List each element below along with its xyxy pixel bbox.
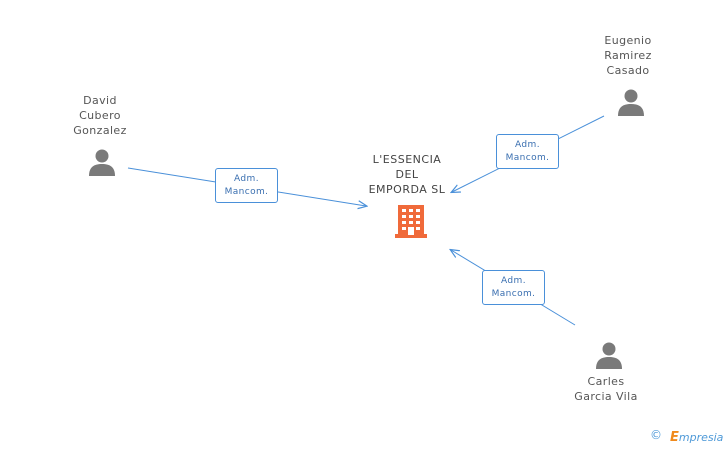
person-name-line: Casado [606,64,650,77]
brand-rest: mpresia [678,431,724,444]
person-icon[interactable] [594,340,624,370]
person-name-line: Garcia Vila [574,390,638,403]
person-name-line: David [83,94,117,107]
relation-type: Mancom. [224,187,269,197]
person-name-carles[interactable]: Carles Garcia Vila [546,374,666,404]
person-name-line: Gonzalez [73,124,127,137]
relation-label-eugenio[interactable]: Adm. Mancom. [496,134,559,169]
person-name-line: Carles [587,375,625,388]
brand-initial: E [670,430,679,445]
relation-label-carles[interactable]: Adm. Mancom. [482,270,545,305]
company-name-line: L'ESSENCIA [372,153,442,166]
relation-type: Mancom. [491,289,536,299]
person-name-line: Eugenio [604,34,652,47]
person-name-david[interactable]: David Cubero Gonzalez [40,93,160,138]
person-name-eugenio[interactable]: Eugenio Ramirez Casado [568,33,688,78]
company-name-line: DEL [395,168,419,181]
relation-role: Adm. [501,276,526,286]
company-name-line: EMPORDA SL [368,183,446,196]
relation-role: Adm. [234,174,259,184]
person-name-line: Cubero [79,109,121,122]
relation-type: Mancom. [505,153,550,163]
company-name[interactable]: L'ESSENCIA DEL EMPORDA SL [347,152,467,197]
brand-logo[interactable]: Empresia [670,430,723,445]
person-name-line: Ramirez [604,49,652,62]
building-icon[interactable] [395,203,427,239]
copyright-symbol: © [650,428,662,442]
person-icon[interactable] [616,87,646,117]
person-icon[interactable] [87,147,117,177]
relation-role: Adm. [515,140,540,150]
relation-label-david[interactable]: Adm. Mancom. [215,168,278,203]
